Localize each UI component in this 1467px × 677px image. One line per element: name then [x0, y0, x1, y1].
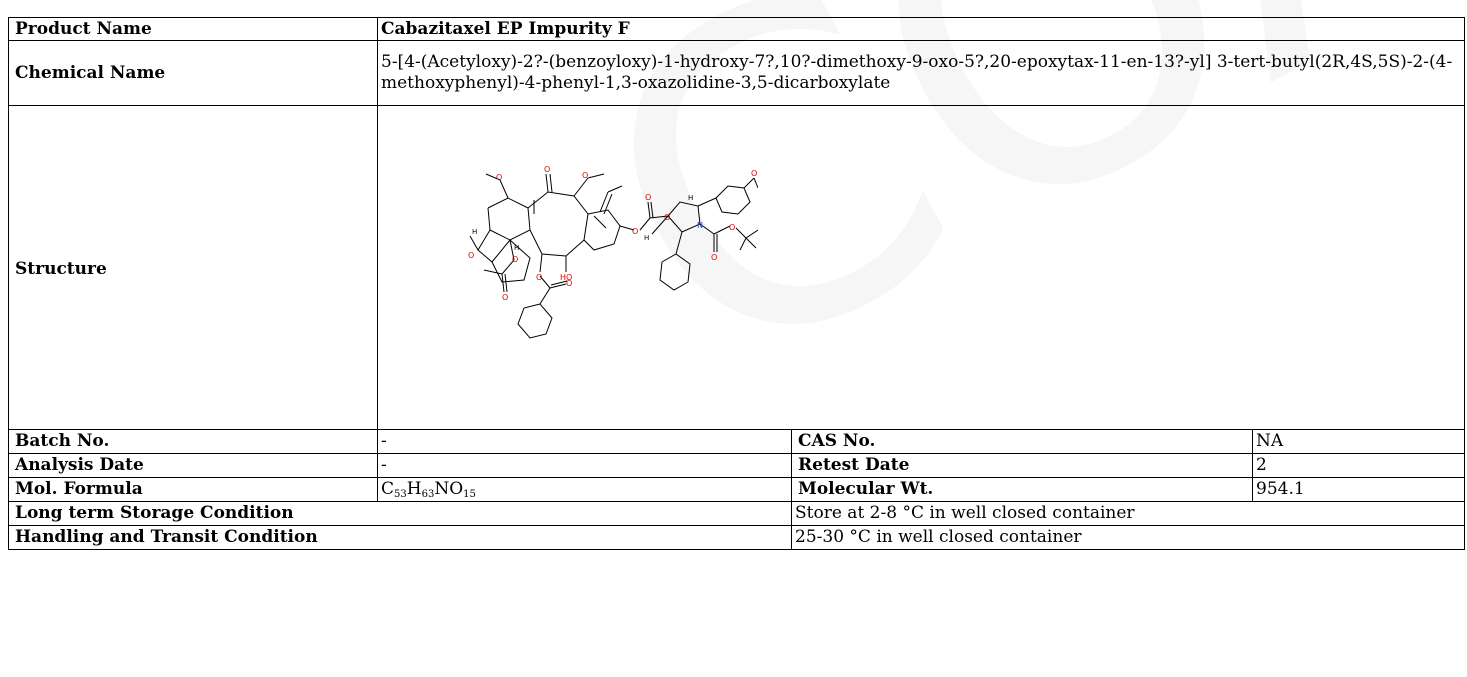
molecular-wt-value: 954.1 [1251, 477, 1466, 502]
retest-date-label: Retest Date [791, 453, 1253, 478]
atom-o: O [566, 279, 572, 288]
atom-o: O [582, 171, 588, 180]
row-transit: Handling and Transit Condition 25-30 °C … [8, 525, 1466, 550]
structure-label: Structure [8, 105, 378, 430]
atom-o: O [632, 227, 638, 236]
formula-hydrogen: H [406, 479, 422, 499]
cas-no-value: NA [1251, 429, 1466, 454]
atom-h: H [644, 234, 649, 242]
atom-o: O [729, 223, 735, 232]
mol-formula-label: Mol. Formula [8, 477, 378, 502]
atom-o: O [502, 293, 508, 302]
atom-o: O [711, 253, 717, 262]
atom-ho: HO [560, 273, 572, 282]
atom-o: O [496, 173, 502, 182]
transit-condition-label: Handling and Transit Condition [8, 525, 792, 550]
atom-o: O [536, 273, 542, 282]
mol-formula-value: C53H63NO15 [377, 477, 792, 502]
atom-o: O [645, 193, 651, 202]
atom-o: O [468, 251, 474, 260]
formula-carbon-count: 53 [394, 489, 407, 500]
atom-h: H [472, 228, 477, 236]
row-storage: Long term Storage Condition Store at 2-8… [8, 501, 1466, 526]
atom-o: O [664, 213, 670, 222]
row-chemical-name: Chemical Name 5-[4-(Acetyloxy)-2?-(benzo… [8, 40, 1466, 106]
transit-condition-value: 25-30 °C in well closed container [790, 525, 1466, 550]
product-name-label: Product Name [8, 17, 378, 41]
atom-o: O [544, 165, 550, 174]
atom-n: N [697, 221, 703, 230]
storage-condition-value: Store at 2-8 °C in well closed container [790, 501, 1466, 526]
cas-no-label: CAS No. [791, 429, 1253, 454]
product-name-value: Cabazitaxel EP Impurity F [376, 17, 1466, 41]
coa-table: Product Name Cabazitaxel EP Impurity F C… [8, 17, 1466, 550]
row-batch-cas: Batch No. - CAS No. NA [8, 429, 1466, 454]
chemical-name-value: 5-[4-(Acetyloxy)-2?-(benzoyloxy)-1-hydro… [376, 40, 1466, 106]
batch-no-label: Batch No. [8, 429, 378, 454]
batch-no-value: - [377, 429, 792, 454]
retest-date-value: 2 [1251, 453, 1466, 478]
structure-cell: O O O O O O O O O O O O O O N HO H [376, 105, 1466, 430]
formula-nitrogen-oxygen: NO [434, 479, 464, 499]
analysis-date-value: - [377, 453, 792, 478]
formula-oxygen-count: 15 [463, 489, 476, 500]
storage-condition-label: Long term Storage Condition [8, 501, 792, 526]
row-structure: Structure [8, 105, 1466, 430]
chemical-name-label: Chemical Name [8, 40, 378, 106]
formula-hydrogen-count: 63 [421, 489, 435, 500]
row-product-name: Product Name Cabazitaxel EP Impurity F [8, 17, 1466, 41]
molecular-wt-label: Molecular Wt. [791, 477, 1253, 502]
structure-image: O O O O O O O O O O O O O O N HO H [378, 108, 1464, 428]
row-formula-weight: Mol. Formula C53H63NO15 Molecular Wt. 95… [8, 477, 1466, 502]
atom-h: H [688, 194, 693, 202]
molecule-structure-drawing: O O O O O O O O O O O O O O N HO H [468, 165, 758, 339]
atom-o: O [751, 169, 757, 178]
atom-o: O [512, 255, 518, 264]
row-dates: Analysis Date - Retest Date 2 [8, 453, 1466, 478]
formula-carbon: C [381, 479, 395, 499]
analysis-date-label: Analysis Date [8, 453, 378, 478]
atom-h: H [514, 244, 519, 252]
